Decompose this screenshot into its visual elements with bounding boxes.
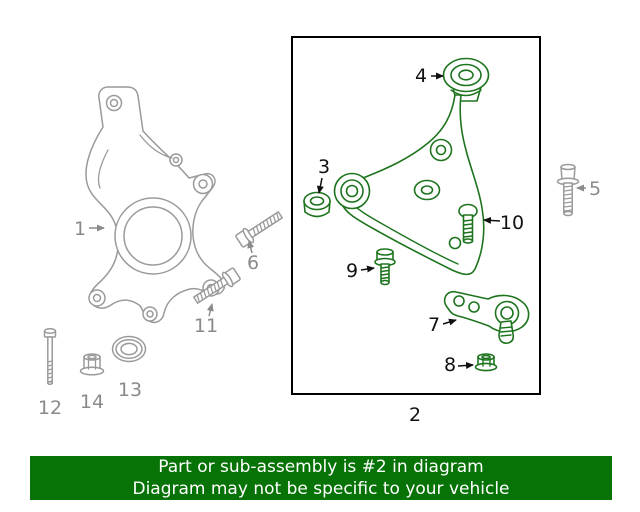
callout-11-arrow	[206, 303, 214, 317]
callout-6-arrow	[247, 240, 255, 254]
callout-14: 14	[80, 391, 104, 413]
callout-5: 5	[589, 178, 601, 200]
ball-joint-drawing	[443, 290, 530, 344]
callout-12: 12	[38, 397, 62, 419]
note-banner: Part or sub-assembly is #2 in diagram Di…	[30, 456, 612, 500]
parts-diagram: 1 2 3 4 5 6 7 8 9 10 11 12 13 14	[38, 36, 601, 426]
steering-knuckle-drawing	[85, 86, 226, 324]
callout-10: 10	[500, 212, 524, 234]
callout-3-arrow	[316, 177, 324, 194]
callout-4: 4	[415, 65, 427, 87]
rear-bushing-drawing	[442, 57, 490, 97]
bolt-12-drawing	[43, 328, 57, 386]
callout-6: 6	[247, 252, 259, 274]
bolt-5-drawing	[556, 163, 580, 217]
callout-11: 11	[194, 315, 218, 337]
bolt-11-drawing	[193, 267, 241, 304]
callout-1: 1	[74, 218, 86, 240]
callout-8-arrow	[457, 361, 474, 369]
control-arm-drawing	[333, 86, 485, 276]
ball-joint-nut-drawing	[474, 353, 498, 372]
callout-8: 8	[444, 354, 456, 376]
bolt-6-drawing	[235, 211, 283, 248]
seal-13-drawing	[111, 335, 147, 363]
note-line-1: Part or sub-assembly is #2 in diagram	[158, 457, 484, 477]
callout-7: 7	[428, 314, 440, 336]
front-bushing-drawing	[303, 191, 331, 218]
note-line-2: Diagram may not be specific to your vehi…	[132, 479, 510, 499]
bolt-10-drawing	[458, 203, 478, 244]
callout-9-arrow	[360, 265, 375, 273]
callout-3: 3	[318, 156, 330, 178]
callout-10-arrow	[483, 216, 501, 224]
callout-13: 13	[118, 379, 142, 401]
callout-9: 9	[346, 260, 358, 282]
nut-14-drawing	[79, 353, 105, 376]
callout-2: 2	[409, 404, 421, 426]
bolt-9-drawing	[374, 248, 396, 286]
callout-7-arrow	[442, 318, 457, 326]
